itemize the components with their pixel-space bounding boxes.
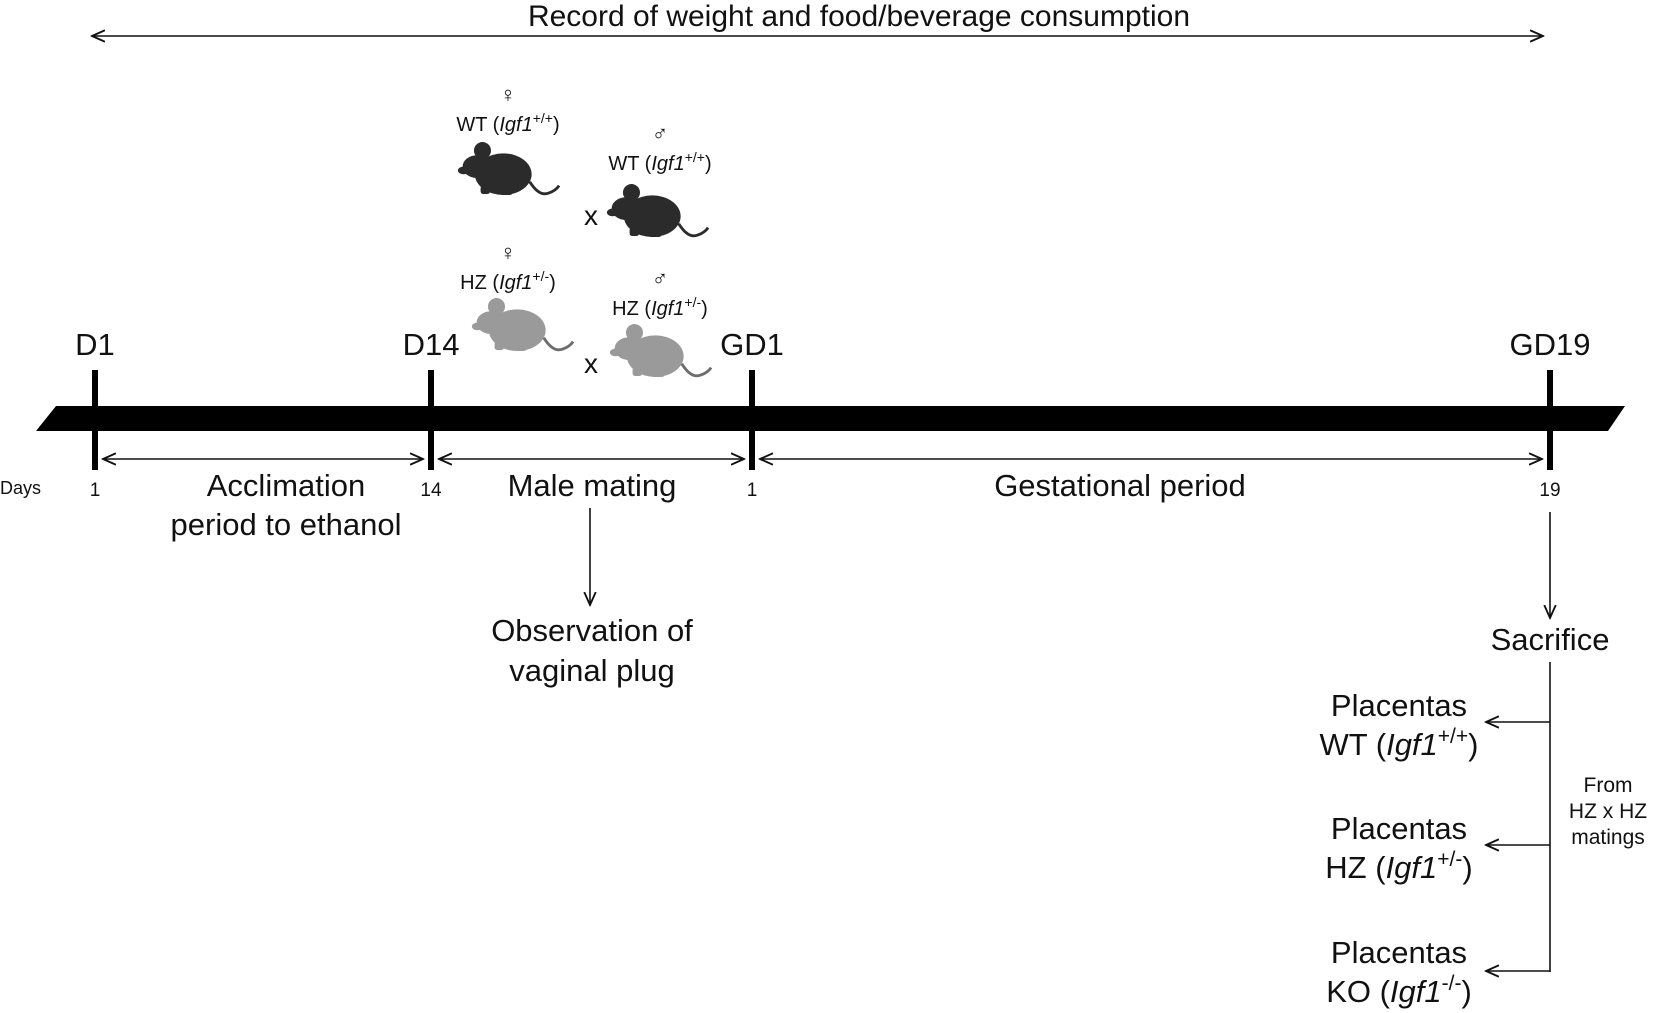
placentas-hz-genotype: HZ (Igf1+/-) — [1325, 848, 1472, 885]
cross-symbol-hz: x — [584, 348, 598, 379]
acclimation-label-line2: period to ethanol — [171, 507, 402, 542]
day-number-gd19: 19 — [1539, 480, 1560, 501]
hz-cross-note-line2: HZ x HZ — [1569, 800, 1647, 823]
gestational-label: Gestational period — [994, 468, 1246, 503]
hz-female-genotype: HZ (Igf1+/-) — [460, 268, 556, 294]
placentas-hz-title: Placentas — [1331, 811, 1467, 846]
day-number-d14: 14 — [420, 480, 442, 501]
female-symbol-hz: ♀ — [500, 240, 517, 265]
days-label: Days — [0, 478, 41, 498]
male-mating-label: Male mating — [508, 468, 677, 503]
male-symbol-wt: ♂ — [652, 121, 669, 146]
placentas-wt-title: Placentas — [1331, 688, 1467, 723]
record-label: Record of weight and food/beverage consu… — [528, 0, 1190, 33]
placentas-wt-genotype: WT (Igf1+/+) — [1320, 725, 1479, 762]
hz-male-mouse-icon — [608, 322, 712, 379]
timeline-bar — [36, 406, 1625, 431]
observation-label-line1: Observation of — [491, 613, 693, 648]
observation-label-line2: vaginal plug — [509, 653, 674, 688]
wt-female-mouse-icon — [456, 140, 560, 197]
hz-cross-note-line1: From — [1584, 774, 1633, 797]
sacrifice-label: Sacrifice — [1491, 622, 1610, 657]
day-number-d1: 1 — [90, 480, 101, 501]
male-symbol-hz: ♂ — [652, 266, 669, 291]
placentas-ko-title: Placentas — [1331, 935, 1467, 970]
hz-female-mouse-icon — [470, 296, 574, 353]
wt-male-genotype: WT (Igf1+/+) — [608, 149, 711, 175]
hz-male-genotype: HZ (Igf1+/-) — [612, 294, 708, 320]
milestone-d14: D14 — [403, 327, 460, 362]
cross-symbol-wt: x — [584, 200, 598, 231]
acclimation-label-line1: Acclimation — [207, 468, 366, 503]
day-number-gd1: 1 — [747, 480, 758, 501]
wt-female-genotype: WT (Igf1+/+) — [456, 110, 559, 136]
milestone-gd19: GD19 — [1510, 327, 1591, 362]
placentas-ko-genotype: KO (Igf1-/-) — [1326, 972, 1472, 1009]
wt-male-mouse-icon — [605, 182, 709, 239]
female-symbol-wt: ♀ — [500, 82, 517, 107]
milestone-gd1: GD1 — [720, 327, 784, 362]
hz-cross-note-line3: matings — [1571, 826, 1645, 849]
milestone-d1: D1 — [75, 327, 115, 362]
